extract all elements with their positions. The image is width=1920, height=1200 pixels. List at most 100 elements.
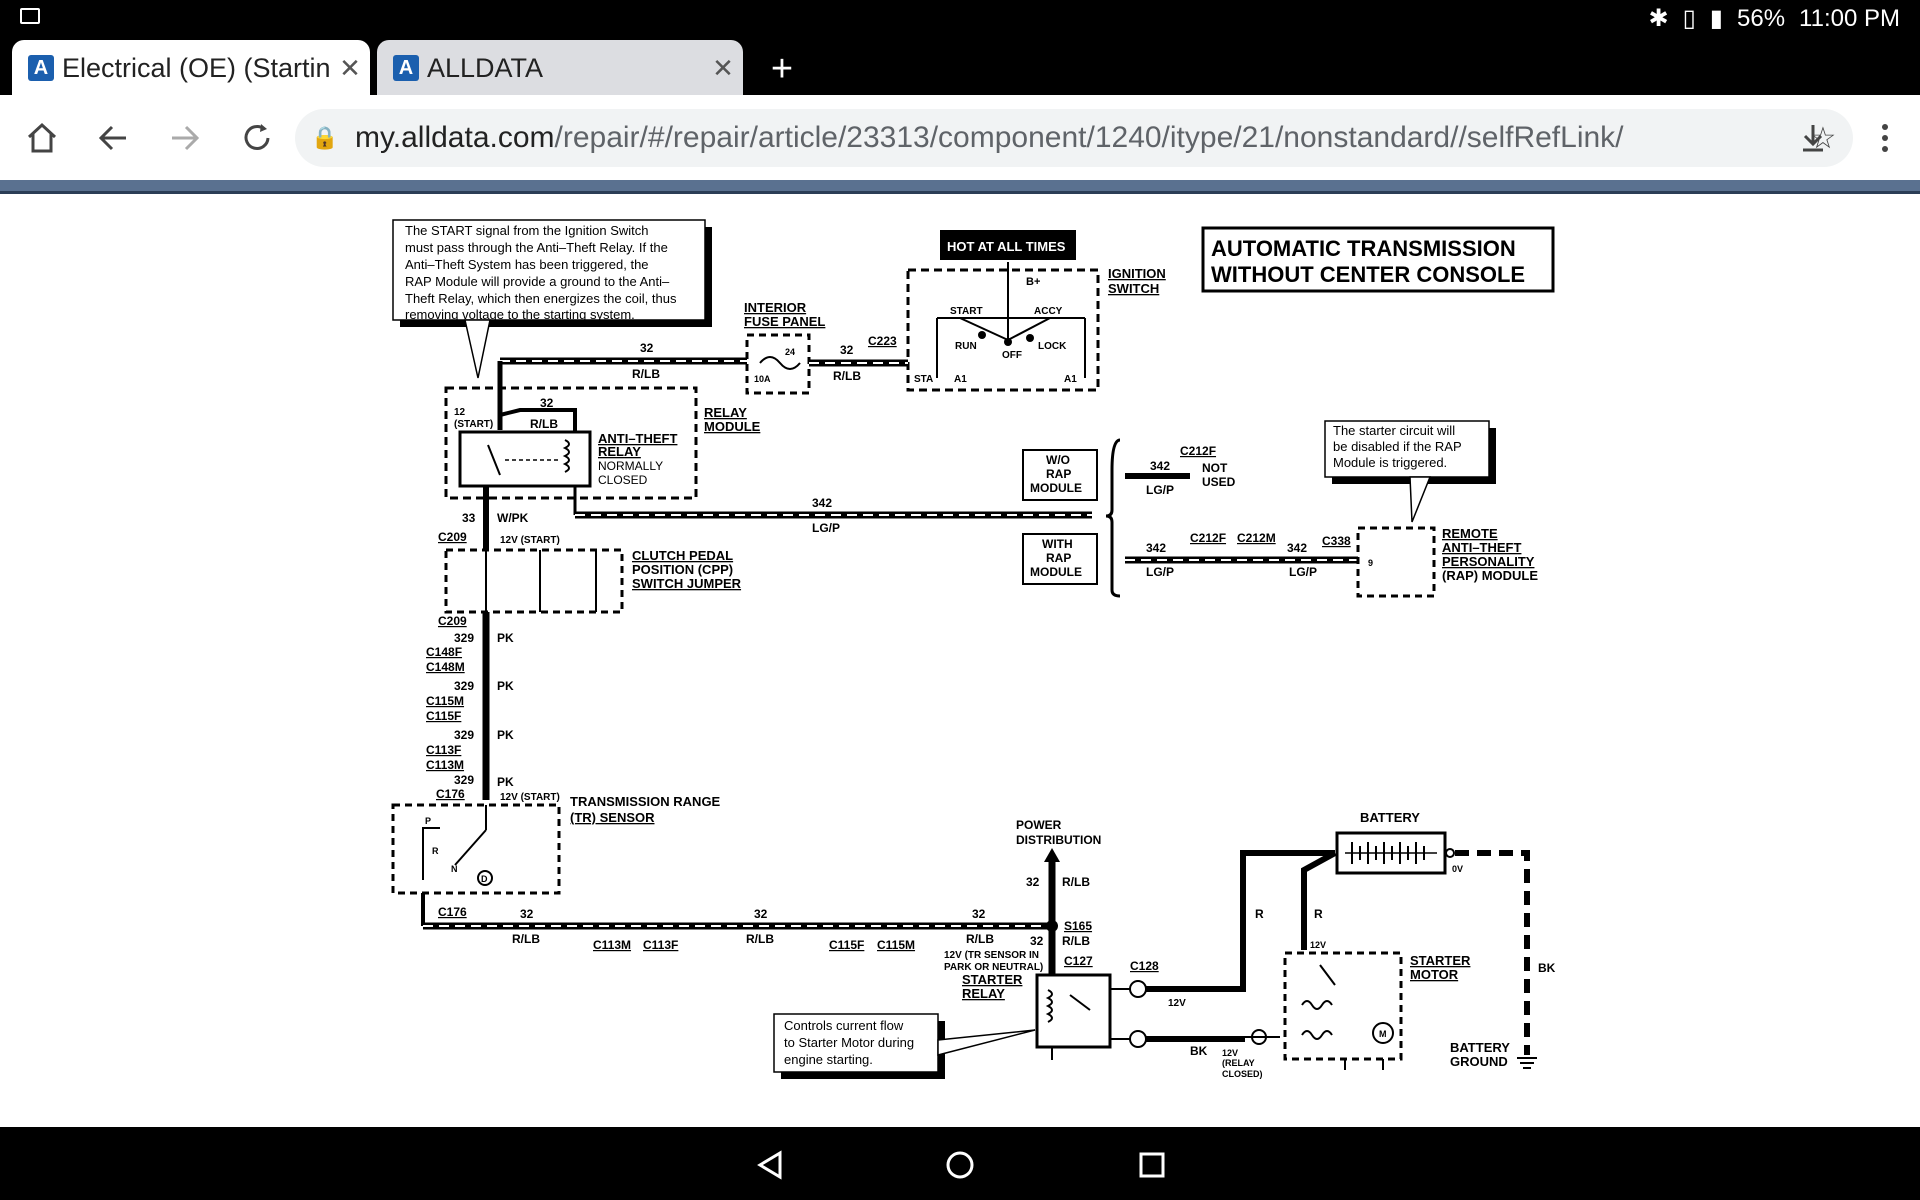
svg-text:P: P xyxy=(425,816,431,826)
svg-text:must pass through the Anti–The: must pass through the Anti–Theft Relay. … xyxy=(405,240,668,255)
svg-text:32: 32 xyxy=(540,396,554,410)
svg-text:R/LB: R/LB xyxy=(530,417,558,431)
callout-start-signal: The START signal from the Ignition Switc… xyxy=(392,219,712,379)
svg-text:REMOTE: REMOTE xyxy=(1442,526,1498,541)
svg-text:R/LB: R/LB xyxy=(632,367,660,381)
svg-text:GROUND: GROUND xyxy=(1450,1054,1508,1069)
svg-text:C148M: C148M xyxy=(426,660,465,674)
new-tab-button[interactable]: + xyxy=(770,48,794,90)
nav-back-icon[interactable] xyxy=(750,1145,790,1185)
svg-text:LG/P: LG/P xyxy=(1289,565,1317,579)
url-text[interactable]: my.alldata.com/repair/#/repair/article/2… xyxy=(355,121,1793,155)
starter-motor: M STARTER MOTOR xyxy=(1283,951,1471,1070)
ignition-switch: B+ START RUN OFF ACCY LOCK STA A1 A1 IGN… xyxy=(906,262,1166,392)
svg-text:C148F: C148F xyxy=(426,645,462,659)
url-host: my.alldata.com xyxy=(355,121,555,154)
svg-text:C113M: C113M xyxy=(593,938,631,952)
alldata-favicon-icon: A xyxy=(28,55,54,81)
tab-title: Electrical (OE) (Startin xyxy=(62,52,330,83)
svg-text:(START): (START) xyxy=(454,419,493,430)
alldata-favicon-icon: A xyxy=(393,55,419,81)
svg-text:RUN: RUN xyxy=(955,341,977,352)
battery-icon: ▮ xyxy=(1709,5,1723,32)
relay-module: 12 (START) 32 R/LB ANTI–THEFT RELAY NORM… xyxy=(444,386,761,500)
wire-top-rlb: 32 R/LB 32 R/LB C223 xyxy=(497,334,908,430)
android-nav-bar xyxy=(0,1127,1920,1200)
svg-text:C115F: C115F xyxy=(829,938,864,952)
image-icon xyxy=(20,8,40,24)
svg-text:B+: B+ xyxy=(1026,276,1040,288)
close-icon[interactable]: ✕ xyxy=(712,52,734,83)
svg-text:C115M: C115M xyxy=(426,694,464,708)
back-icon[interactable] xyxy=(88,113,138,163)
reload-icon[interactable] xyxy=(232,113,282,163)
svg-text:C113M: C113M xyxy=(426,758,464,772)
svg-text:C212F: C212F xyxy=(1190,531,1226,545)
diagram-title: AUTOMATIC TRANSMISSION WITHOUT CENTER CO… xyxy=(1201,226,1555,293)
battery-percent: 56% xyxy=(1737,4,1786,32)
svg-text:IGNITION: IGNITION xyxy=(1108,266,1166,281)
svg-text:CLUTCH PEDAL: CLUTCH PEDAL xyxy=(632,548,733,563)
svg-text:CLOSED: CLOSED xyxy=(598,473,648,487)
svg-text:32: 32 xyxy=(840,343,854,357)
svg-text:M: M xyxy=(1379,1029,1387,1039)
svg-text:TRANSMISSION RANGE: TRANSMISSION RANGE xyxy=(570,794,721,809)
tab-electrical[interactable]: A Electrical (OE) (Startin ✕ xyxy=(12,40,370,96)
svg-text:DISTRIBUTION: DISTRIBUTION xyxy=(1016,833,1101,847)
svg-text:OFF: OFF xyxy=(1002,350,1022,361)
svg-text:0V: 0V xyxy=(1452,864,1463,874)
tab-alldata[interactable]: A ALLDATA ✕ xyxy=(377,40,743,96)
svg-text:32: 32 xyxy=(1026,875,1040,889)
svg-text:MODULE: MODULE xyxy=(1030,481,1082,495)
interior-fuse-panel: 10A 24 INTERIOR FUSE PANEL xyxy=(744,300,825,395)
svg-text:N: N xyxy=(451,864,458,874)
svg-text:32: 32 xyxy=(640,341,654,355)
close-icon[interactable]: ✕ xyxy=(339,52,361,83)
lock-icon: 🔒 xyxy=(311,125,339,150)
power-distribution: POWER DISTRIBUTION 32 R/LB S165 32 R/LB … xyxy=(944,818,1101,975)
svg-text:12V: 12V xyxy=(1222,1048,1238,1058)
menu-dots-icon[interactable] xyxy=(1860,113,1910,163)
svg-text:POSITION (CPP): POSITION (CPP) xyxy=(632,562,733,577)
svg-text:RAP: RAP xyxy=(1046,467,1071,481)
svg-text:LG/P: LG/P xyxy=(812,521,840,535)
wire-342-lgp: 342 LG/P xyxy=(573,438,1121,598)
svg-text:R/LB: R/LB xyxy=(512,932,540,946)
svg-text:WITHOUT CENTER CONSOLE: WITHOUT CENTER CONSOLE xyxy=(1211,262,1525,287)
callout-rap: The starter circuit will be disabled if … xyxy=(1324,420,1496,523)
svg-text:The starter circuit will: The starter circuit will xyxy=(1333,423,1455,438)
svg-text:C128: C128 xyxy=(1130,959,1159,973)
omnibox[interactable]: 🔒 my.alldata.com/repair/#/repair/article… xyxy=(295,109,1853,167)
svg-text:SWITCH: SWITCH xyxy=(1108,281,1159,296)
nav-recents-icon[interactable] xyxy=(1132,1145,1172,1185)
svg-text:C113F: C113F xyxy=(643,938,678,952)
svg-text:WITH: WITH xyxy=(1042,537,1073,551)
tr-sensor: D P R N TRANSMISSION RANGE (TR) SENSOR xyxy=(391,794,721,895)
svg-text:ANTI–THEFT: ANTI–THEFT xyxy=(598,431,678,446)
status-bar: ✱ ▯ ▮ 56% 11:00 PM xyxy=(0,0,1920,38)
svg-text:10A: 10A xyxy=(754,374,771,384)
cpp-switch-jumper: CLUTCH PEDAL POSITION (CPP) SWITCH JUMPE… xyxy=(444,548,742,614)
svg-text:R/LB: R/LB xyxy=(1062,934,1090,948)
with-rap-module-box: WITH RAP MODULE xyxy=(1022,533,1098,585)
nav-home-icon[interactable] xyxy=(940,1145,980,1185)
wire-pk: C209 329 PK C148F C148M 329 PK C115M C11… xyxy=(426,612,560,803)
forward-icon[interactable] xyxy=(160,113,210,163)
svg-text:12V (TR SENSOR IN: 12V (TR SENSOR IN xyxy=(944,950,1039,961)
svg-text:RELAY: RELAY xyxy=(704,405,747,420)
svg-text:START: START xyxy=(950,306,983,317)
download-icon[interactable] xyxy=(1788,113,1838,163)
svg-text:RAP: RAP xyxy=(1046,551,1071,565)
home-icon[interactable] xyxy=(17,113,67,163)
svg-text:C338: C338 xyxy=(1322,534,1351,548)
page-header-bar xyxy=(0,180,1920,194)
svg-text:W/PK: W/PK xyxy=(497,511,529,525)
starter-relay: STARTER RELAY xyxy=(962,972,1112,1060)
svg-text:USED: USED xyxy=(1202,475,1236,489)
svg-text:engine starting.: engine starting. xyxy=(784,1052,873,1067)
svg-text:R/LB: R/LB xyxy=(966,932,994,946)
wire-not-used: 342 LG/P C212F NOT USED xyxy=(1125,444,1236,497)
svg-text:A1: A1 xyxy=(1064,374,1077,385)
svg-text:C223: C223 xyxy=(868,334,897,348)
svg-text:AUTOMATIC TRANSMISSION: AUTOMATIC TRANSMISSION xyxy=(1211,236,1516,261)
